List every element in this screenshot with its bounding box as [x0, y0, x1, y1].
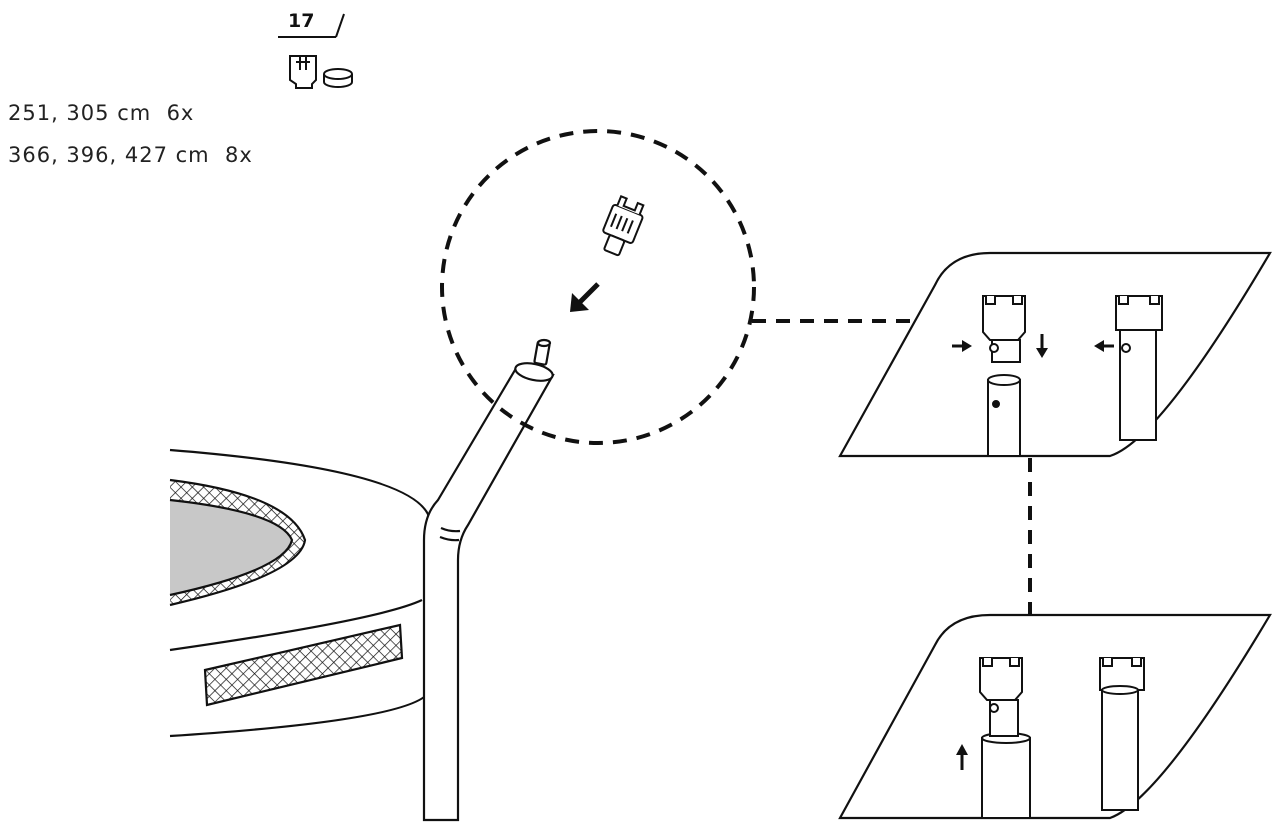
- size-list: 366, 396, 427 cm: [8, 143, 210, 167]
- arrow-left-icon: [1094, 340, 1114, 352]
- detail-panel-step-1: [838, 251, 1272, 458]
- arrow-down-icon: [1036, 334, 1048, 358]
- pole-cap-icon: [289, 55, 317, 89]
- trampoline-frame: [169, 448, 432, 738]
- quantity-line-1: 251, 305 cm 6x: [8, 101, 194, 125]
- detail-panel-step-2: [838, 613, 1272, 820]
- size-list: 251, 305 cm: [8, 101, 152, 125]
- arrow-right-icon: [952, 340, 972, 352]
- washer-icon: [323, 68, 353, 88]
- safety-skirt-mesh: [203, 623, 404, 707]
- quantity-count: 6x: [166, 101, 195, 125]
- part-label-marker: [278, 13, 345, 38]
- pole-cap-icon: [602, 194, 645, 257]
- quantity-count: 8x: [225, 143, 253, 167]
- insert-arrow-icon: [570, 282, 600, 312]
- quantity-line-2: 366, 396, 427 cm 8x: [8, 143, 253, 167]
- enclosure-pole: [422, 338, 555, 822]
- detail-zoom-circle: [440, 129, 756, 445]
- arrow-up-icon: [956, 744, 968, 770]
- part-number-label: 17: [288, 10, 315, 32]
